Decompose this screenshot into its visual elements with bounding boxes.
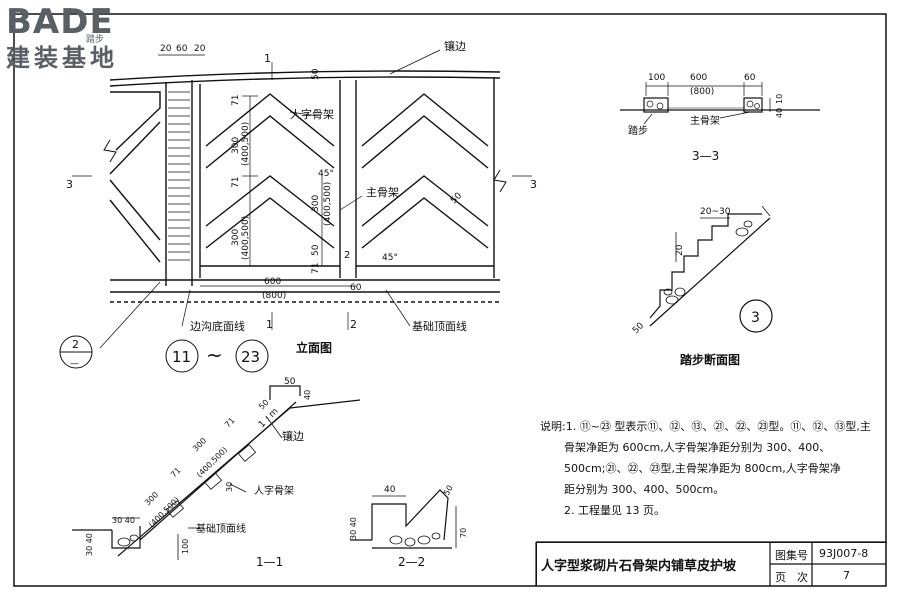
atlas-value: 93J007-8: [819, 547, 869, 560]
herringbone-label: 人字骨架: [290, 107, 334, 121]
dim-71-b: 71: [231, 177, 241, 188]
s22-dim-50: 50: [442, 484, 455, 497]
s33-title: 3—3: [692, 149, 719, 163]
dim-top-a: 20: [160, 44, 172, 54]
dim-800: (800): [262, 291, 286, 301]
page-value: 7: [843, 569, 850, 582]
s33-dim-600: 600: [690, 73, 707, 83]
dim-71-c: 71: [311, 263, 321, 274]
elevation-texts: 20 60 20 1 镶边 50 人字骨架 71 300 (400,500) 7…: [66, 39, 537, 355]
s11-dim-100: 100: [181, 539, 190, 554]
s33-dim-800: (800): [690, 87, 714, 97]
dim-50-top: 50: [311, 68, 321, 80]
edge-label: 镶边: [444, 39, 466, 53]
s11-dim-50-left: 50: [257, 398, 271, 412]
drawing-title: 人字型浆砌片石骨架内铺草皮护坡: [541, 559, 737, 574]
section-mark-1-bottom: 1: [266, 318, 273, 331]
s22-dim-40: 40: [384, 485, 396, 495]
angle-45-a: 45°: [318, 169, 334, 179]
dim-50-mid: 50: [311, 244, 321, 256]
elevation-title: 立面图: [296, 340, 332, 355]
step-dim-top: 20~30: [700, 207, 731, 217]
section-3-3: [620, 82, 820, 125]
section-mark-2-bottom: 2: [350, 318, 357, 331]
title-block: 人字型浆砌片石骨架内铺草皮护坡 图集号 93J007-8 页 次 7: [536, 542, 887, 585]
s33-main-frame: 主骨架: [690, 115, 720, 127]
atlas-label: 图集号: [775, 549, 808, 562]
s22-title: 2—2: [398, 555, 425, 569]
s11-dim-30: 30: [225, 482, 234, 492]
step-dim-50: 50: [631, 321, 646, 336]
dim-300-alt-a: (400,500): [241, 122, 251, 166]
dim-300-alt-b: (400,500): [241, 216, 251, 260]
s33-step-label: 踏步: [628, 124, 648, 137]
dim-top-c: 20: [194, 44, 206, 54]
step-detail: [649, 205, 773, 333]
logo-sub: 建装基地: [6, 44, 118, 72]
dim-600: 600: [264, 277, 281, 287]
dim-50-diag: 50: [449, 191, 464, 206]
foundation-label: 基础顶面线: [412, 319, 467, 333]
s33-dim-60: 60: [744, 73, 756, 83]
note-line-5: 2. 工程量见 13 页。: [564, 504, 665, 517]
type-range-tilde: ~: [206, 343, 223, 367]
s11-dim-300-a: 300: [191, 436, 208, 453]
page-label: 页 次: [775, 571, 808, 584]
s11-dim-71-a: 71: [223, 416, 237, 430]
step-dim-20: 20: [675, 244, 685, 256]
step-title: 踏步断面图: [680, 352, 740, 367]
section-mark-3-right: 3: [530, 178, 537, 191]
s33-dim-40: 40: [775, 108, 784, 118]
s11-title: 1—1: [256, 555, 283, 569]
dim-300-a: 300: [231, 137, 241, 154]
section-2-small: 2: [344, 250, 350, 261]
s11-dim-40: 40: [303, 390, 312, 400]
s11-dim-300-b: 300: [143, 490, 160, 507]
section-mark-1-top: 1: [264, 52, 271, 65]
step-ref: 3: [751, 310, 760, 326]
logo: BADE 踏步 建装基地: [4, 2, 154, 72]
main-frame-label: 主骨架: [366, 186, 399, 199]
dim-60: 60: [350, 283, 362, 293]
ditch-label: 边沟底面线: [190, 319, 245, 333]
section-mark-3-left: 3: [66, 178, 73, 191]
notes: 说明:1. ⑪~㉓ 型表示⑪、⑫、⑬、㉑、㉒、㉓型。⑪、⑫、⑬型,主 骨架净距为…: [540, 416, 880, 521]
detail-ref-top: 2: [72, 338, 79, 351]
s11-edge-label: 镶边: [282, 429, 304, 443]
type-range-start: 11: [172, 348, 191, 366]
s11-dim-71-b: 71: [169, 466, 183, 480]
s33-dim-10: 10: [775, 94, 784, 104]
s11-herringbone: 人字骨架: [254, 484, 294, 497]
s11-dim-30-40: 30 40: [112, 516, 135, 525]
dim-300-c: 300: [311, 195, 321, 212]
section-2-2: [350, 489, 457, 549]
s22-dim-70: 70: [459, 528, 468, 538]
dim-71-a: 71: [231, 95, 241, 106]
detail-ref-bottom: —: [70, 359, 79, 369]
s11-dim-50-top: 50: [284, 377, 296, 387]
type-range-end: 23: [241, 348, 260, 366]
section-1-1: [72, 385, 361, 560]
dim-300-alt-c: (400,500): [323, 182, 333, 226]
angle-45-b: 45°: [382, 253, 398, 263]
note-line-1: 说明:1. ⑪~㉓ 型表示⑪、⑫、⑬、㉑、㉒、㉓型。⑪、⑫、⑬型,主: [540, 420, 871, 433]
dim-300-b: 300: [231, 229, 241, 246]
detail-reference: [59, 335, 269, 373]
sheet-border: [13, 13, 887, 587]
logo-small: 踏步: [86, 35, 105, 45]
note-line-3: 500cm;㉑、㉒、㉓型,主骨架净距为 800cm,人字骨架净: [564, 462, 841, 475]
logo-main: BADE: [6, 2, 114, 42]
elevation-dimensions: [72, 49, 532, 349]
s11-foundation: 基础顶面线: [196, 522, 246, 535]
note-line-4: 距分别为 300、400、500cm。: [564, 483, 725, 496]
note-line-2: 骨架净距为 600cm,人字骨架净距分别为 300、400、: [564, 441, 831, 454]
s11-dim-40-30: 30 40: [85, 533, 94, 556]
s22-dim-30-40: 30 40: [349, 517, 358, 540]
s33-dim-100: 100: [648, 73, 665, 83]
elevation-view: [103, 70, 507, 303]
dim-top-b: 60: [176, 44, 188, 54]
